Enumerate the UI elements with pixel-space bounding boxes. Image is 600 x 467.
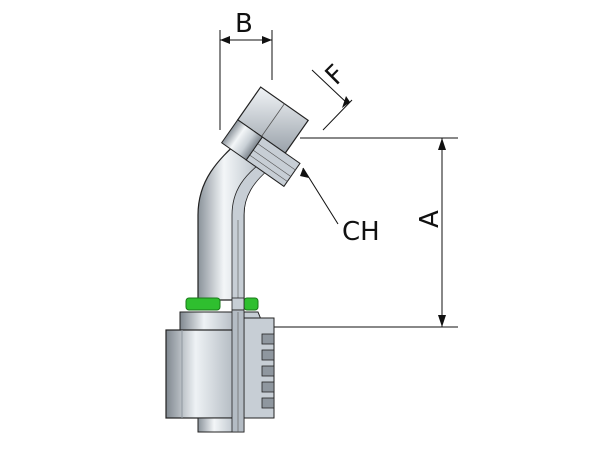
o-ring-seal [185,297,259,311]
dimension-f-label: F [320,59,352,91]
dimension-b: B [219,9,273,130]
swivel-nut [220,86,310,188]
ferrule [165,309,275,433]
ferrule-teeth [261,333,275,409]
dimension-a-label: A [415,210,445,228]
dimension-a: A [258,137,458,328]
dimension-ch-label: CH [342,217,380,247]
dimension-b-label: B [235,9,253,39]
dimension-ch: CH [300,167,380,247]
dimension-f: F [311,59,353,131]
